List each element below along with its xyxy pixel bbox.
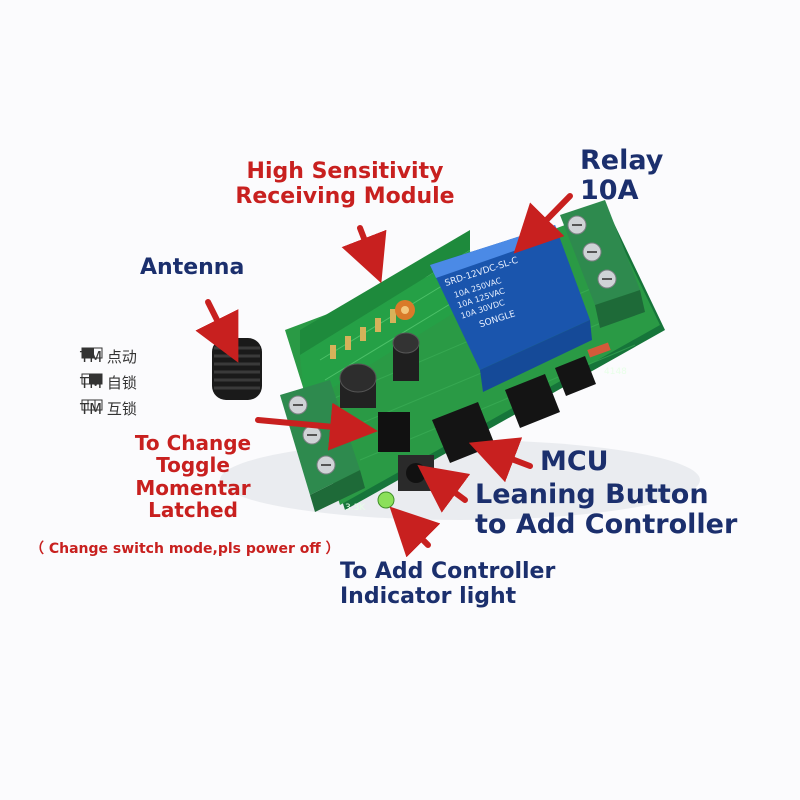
- arrow-relay: [513, 193, 573, 254]
- mcu-chip: [432, 356, 596, 463]
- label-leaning-button: Leaning Button to Add Controller: [475, 479, 738, 541]
- label-indicator: To Add Controller Indicator light: [340, 559, 556, 609]
- receiving-module: [300, 230, 475, 405]
- antenna-coil: [212, 338, 262, 400]
- jumper-icon: [81, 399, 103, 411]
- arrow-learning-button: [417, 464, 471, 513]
- arrow-indicator: [389, 506, 441, 558]
- terminal-block-right: [560, 200, 645, 328]
- silkscreen-3k3: 3.3K: [345, 503, 366, 513]
- arrow-antenna: [195, 299, 239, 363]
- mode-row-momentary: TM 点动: [80, 346, 137, 367]
- mode-row-toggle: TM 自锁: [80, 373, 137, 392]
- label-relay: Relay 10A: [580, 145, 664, 207]
- label-high-sensitivity: High Sensitivity Receiving Module: [235, 159, 455, 209]
- arrow-mcu: [468, 437, 533, 483]
- jumper-icon: [81, 347, 103, 359]
- diode: [587, 342, 611, 358]
- label-mcu: MCU: [540, 446, 609, 477]
- arrow-mode-jumper: [255, 402, 378, 451]
- arrow-receiving-module: [341, 225, 387, 284]
- indicator-led: [377, 491, 395, 509]
- label-change-mode: To Change Toggle Momentar Latched: [134, 431, 252, 523]
- silkscreen-4148: 4148: [604, 367, 627, 377]
- mode-jumper: [378, 412, 410, 452]
- label-power-note: （ Change switch mode,pls power off ）: [30, 541, 340, 557]
- jumper-icon: [81, 373, 103, 385]
- terminal-block-left: [280, 380, 365, 512]
- label-antenna: Antenna: [140, 255, 245, 280]
